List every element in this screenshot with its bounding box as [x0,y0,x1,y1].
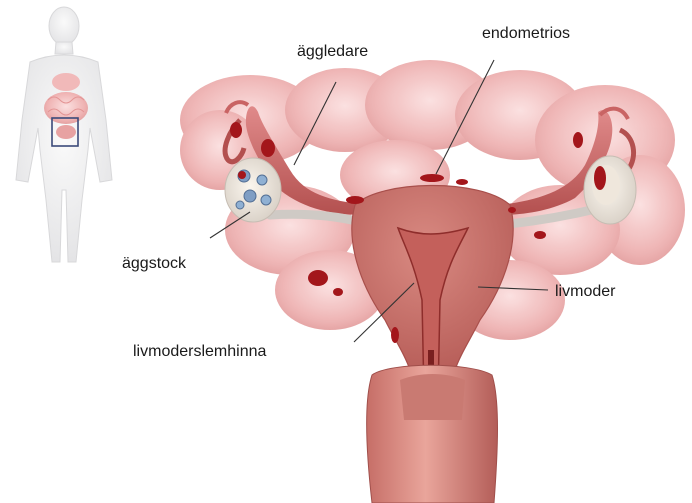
label-aggledare: äggledare [297,43,368,61]
left-ovary [225,158,281,222]
body-locator-figure [16,7,112,262]
label-endometrios: endometrios [482,25,570,43]
label-livmoderslemhinna: livmoderslemhinna [133,343,266,361]
label-livmoder: livmoder [555,283,615,301]
pelvic-anatomy [180,60,685,503]
label-aggstock: äggstock [122,255,186,273]
right-ovary [584,156,636,224]
